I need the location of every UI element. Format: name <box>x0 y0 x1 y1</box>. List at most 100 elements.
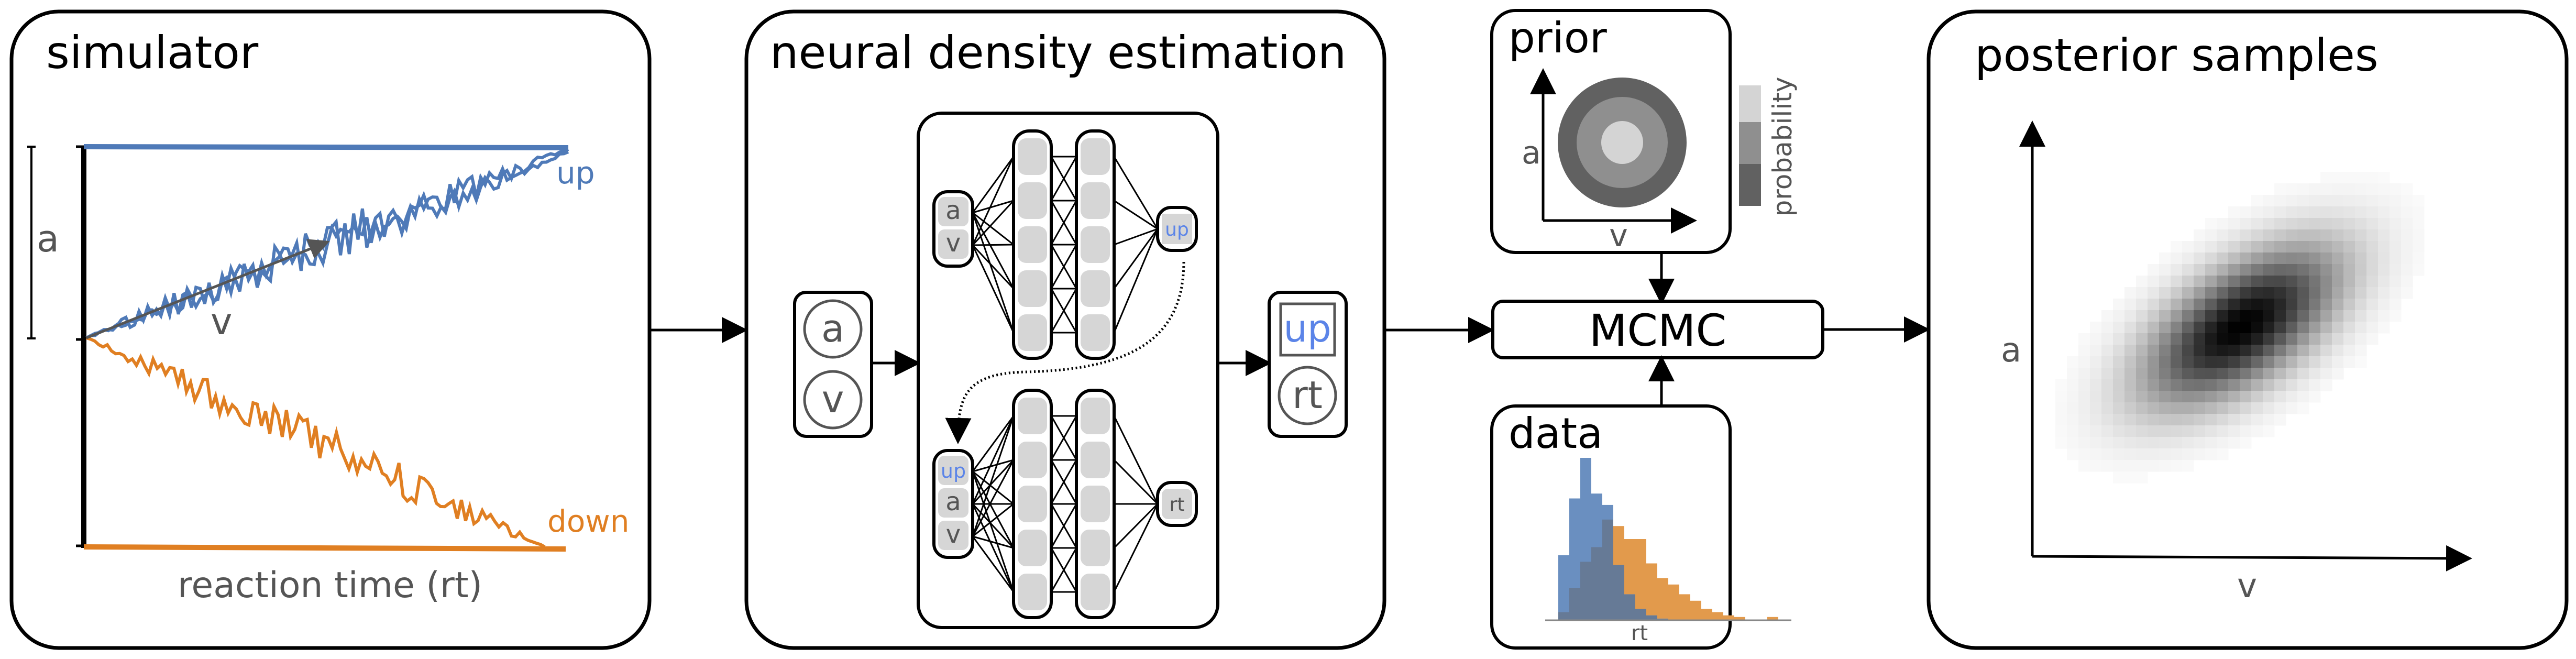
posterior-density-cell <box>2343 322 2355 334</box>
posterior-density-cell <box>2297 379 2309 391</box>
posterior-density-cell <box>2113 310 2125 322</box>
posterior-panel: posterior samples a v <box>1927 9 2569 650</box>
hist-bar-up <box>1558 555 1569 620</box>
posterior-density-cell <box>2205 333 2217 345</box>
posterior-density-cell <box>2090 356 2102 368</box>
posterior-density-cell <box>2136 425 2148 437</box>
posterior-density-cell <box>2274 287 2286 299</box>
posterior-density-cell <box>2159 345 2171 357</box>
posterior-density-cell <box>2309 206 2321 218</box>
posterior-density-cell <box>2205 425 2217 437</box>
posterior-density-cell <box>2171 448 2183 460</box>
posterior-density-cell <box>2320 229 2332 241</box>
hist-bar-overlap <box>1580 562 1591 620</box>
posterior-density-cell <box>2194 287 2206 299</box>
posterior-density-cell <box>2136 391 2148 403</box>
posterior-density-cell <box>2228 252 2240 265</box>
posterior-density-cell <box>2182 356 2194 368</box>
hist-bar-overlap <box>1569 588 1580 620</box>
posterior-density-cell <box>2136 345 2148 357</box>
posterior-density-cell <box>2148 402 2160 414</box>
posterior-density-cell <box>2286 391 2298 403</box>
posterior-density-cell <box>2251 402 2263 414</box>
posterior-density-cell <box>2401 287 2413 299</box>
posterior-density-cell <box>2286 264 2298 276</box>
posterior-density-cell <box>2320 241 2332 253</box>
posterior-density-cell <box>2124 299 2137 311</box>
posterior-density-cell <box>2228 345 2240 357</box>
hist-bar-overlap <box>1646 615 1657 620</box>
posterior-density-cell <box>2159 264 2171 276</box>
posterior-density-cell <box>2194 299 2206 311</box>
posterior-density-cell <box>2297 287 2309 299</box>
posterior-density-cell <box>2101 345 2113 357</box>
posterior-density-cell <box>2182 345 2194 357</box>
posterior-density-cell <box>2309 368 2321 380</box>
posterior-density-cell <box>2355 172 2367 184</box>
posterior-density-cell <box>2171 402 2183 414</box>
posterior-density-cell <box>2148 368 2160 380</box>
posterior-density-cell <box>2148 460 2160 472</box>
posterior-density-cell <box>2390 310 2402 322</box>
posterior-density-cell <box>2067 391 2079 403</box>
posterior-density-cell <box>2366 229 2379 241</box>
posterior-density-cell <box>2355 241 2367 253</box>
posterior-density-cell <box>2378 276 2390 288</box>
posterior-density-cell <box>2217 368 2229 380</box>
posterior-density-cell <box>2205 287 2217 299</box>
hist-bar-down <box>1690 600 1701 620</box>
posterior-density-cell <box>2274 264 2286 276</box>
posterior-density-cell <box>2182 379 2194 391</box>
posterior-density-cell <box>2332 183 2344 195</box>
posterior-density-cell <box>2251 425 2263 437</box>
posterior-density-cell <box>2251 276 2263 288</box>
posterior-density-cell <box>2355 264 2367 276</box>
posterior-density-cell <box>2090 391 2102 403</box>
posterior-density-cell <box>2332 287 2344 299</box>
posterior-density-cell <box>2343 356 2355 368</box>
posterior-density-cell <box>2124 460 2137 472</box>
posterior-density-cell <box>2101 310 2113 322</box>
posterior-density-cell <box>2263 425 2275 437</box>
posterior-density-cell <box>2182 425 2194 437</box>
posterior-density-cell <box>2343 218 2355 230</box>
posterior-density-cell <box>2240 414 2252 426</box>
posterior-density-cell <box>2274 345 2286 357</box>
posterior-density-cell <box>2101 322 2113 334</box>
posterior-density-cell <box>2343 206 2355 218</box>
posterior-density-cell <box>2413 218 2425 230</box>
posterior-density-cell <box>2217 287 2229 299</box>
posterior-density-cell <box>2286 287 2298 299</box>
posterior-density-cell <box>2067 379 2079 391</box>
posterior-density-cell <box>2182 299 2194 311</box>
trajectory-down <box>86 336 546 548</box>
posterior-density-cell <box>2286 379 2298 391</box>
posterior-density-cell <box>2124 322 2137 334</box>
posterior-density-cell <box>2366 183 2379 195</box>
posterior-density-cell <box>2182 448 2194 460</box>
net1-connections <box>972 156 1159 334</box>
posterior-density-cell <box>2378 252 2390 265</box>
posterior-density-cell <box>2274 229 2286 241</box>
posterior-density-cell <box>2101 333 2113 345</box>
up-label: up <box>556 155 595 191</box>
posterior-density-cell <box>2366 333 2379 345</box>
posterior-density-cell <box>2332 218 2344 230</box>
posterior-density-cell <box>2136 379 2148 391</box>
posterior-density-cell <box>2309 333 2321 345</box>
posterior-density-cell <box>2251 252 2263 265</box>
posterior-density-cell <box>2355 195 2367 207</box>
posterior-density-cell <box>2159 425 2171 437</box>
posterior-density-cell <box>2355 206 2367 218</box>
posterior-density-cell <box>2366 299 2379 311</box>
posterior-density-cell <box>2113 402 2125 414</box>
net1-input-unit <box>938 197 968 226</box>
posterior-density-cell <box>2378 287 2390 299</box>
posterior-ylabel: a <box>2001 331 2021 370</box>
posterior-density-cell <box>2401 229 2413 241</box>
posterior-density-cell <box>2343 172 2355 184</box>
posterior-density-cell <box>2228 379 2240 391</box>
posterior-density-cell <box>2240 402 2252 414</box>
posterior-density-cell <box>2355 322 2367 334</box>
posterior-density-cell <box>2205 414 2217 426</box>
